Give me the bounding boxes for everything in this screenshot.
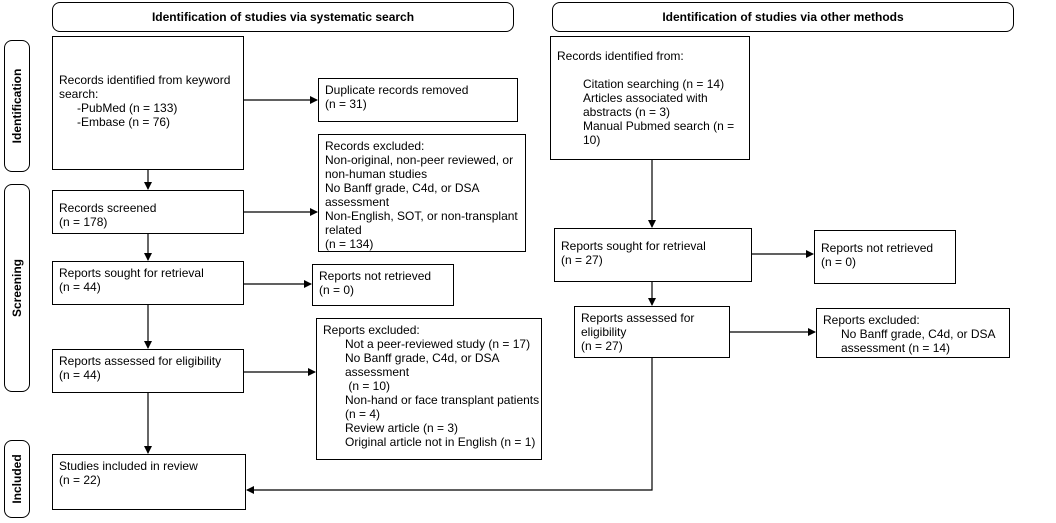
text-line: Review article (n = 3) (345, 421, 459, 435)
text-line: Reports not retrieved (319, 269, 432, 283)
studies-included-box: Studies included in review (n = 22) (52, 454, 246, 510)
records-screened-box: Records screened (n = 178) (52, 190, 244, 234)
other-reports-not-retrieved-box: Reports not retrieved (n = 0) (814, 230, 956, 284)
other-records-identified-box: Records identified from: Citation search… (550, 36, 750, 160)
duplicate-records-box: Duplicate records removed (n = 31) (318, 78, 518, 122)
text-line: (n = 44) (59, 368, 101, 382)
reports-sought-box: Reports sought for retrieval (n = 44) (52, 261, 244, 305)
other-reports-sought-box: Reports sought for retrieval (n = 27) (554, 228, 752, 282)
text-line: No Banff grade, C4d, or DSA (841, 327, 996, 341)
text-line: (n = 44) (59, 280, 101, 294)
text-line: Duplicate records removed (325, 83, 469, 97)
header-systematic-search-text: Identification of studies via systematic… (151, 10, 415, 24)
reports-excluded-box: Reports excluded: Not a peer-reviewed st… (316, 318, 542, 460)
text-line: 10) (583, 133, 601, 147)
text-line: -Embase (n = 76) (77, 115, 171, 129)
text-line: Reports not retrieved (821, 241, 934, 255)
text-line: eligibility (581, 325, 627, 339)
text-line: Non-English, SOT, or non-transplant (325, 209, 518, 223)
text-line: Not a peer-reviewed study (n = 17) (345, 337, 531, 351)
text-line: Non-hand or face transplant patients (345, 393, 540, 407)
text-line: (n = 178) (59, 215, 108, 229)
text-line: Studies included in review (59, 459, 198, 473)
text-line: Reports sought for retrieval (561, 239, 706, 253)
header-other-methods: Identification of studies via other meth… (552, 2, 1014, 32)
text-line: (n = 0) (821, 255, 857, 269)
text-line: Records identified from keyword (59, 73, 231, 87)
text-line: Records identified from: (557, 49, 684, 63)
text-line: abstracts (n = 3) (583, 105, 671, 119)
stage-identification: Identification (4, 40, 30, 172)
text-line: No Banff grade, C4d, or DSA (345, 351, 500, 365)
reports-not-retrieved-box: Reports not retrieved (n = 0) (312, 264, 454, 306)
text-line: (n = 31) (325, 97, 367, 111)
text-line: Citation searching (n = 14) (583, 77, 725, 91)
header-systematic-search: Identification of studies via systematic… (52, 2, 514, 32)
text-line: assessment (325, 195, 390, 209)
stage-included: Included (4, 440, 30, 518)
text-line: Reports sought for retrieval (59, 266, 204, 280)
text-line: Reports excluded: (823, 313, 920, 327)
text-line: -PubMed (n = 133) (77, 101, 178, 115)
text-line: (n = 27) (561, 253, 603, 267)
text-line: Original article not in English (n = 1) (345, 435, 536, 449)
text-line: Reports assessed for (581, 311, 695, 325)
text-line: (n = 27) (581, 339, 623, 353)
text-line: Records screened (59, 201, 157, 215)
other-reports-assessed-box: Reports assessed for eligibility (n = 27… (574, 306, 730, 358)
text-line: search: (59, 87, 99, 101)
text-line: related (325, 223, 362, 237)
text-line: (n = 10) (345, 379, 391, 393)
other-reports-excluded-box: Reports excluded: No Banff grade, C4d, o… (816, 308, 1010, 358)
text-line: assessment (345, 365, 410, 379)
text-line: (n = 4) (345, 407, 381, 421)
text-line: Records excluded: (325, 139, 425, 153)
stage-screening: Screening (4, 184, 30, 392)
text-line: No Banff grade, C4d, or DSA (325, 181, 480, 195)
records-excluded-box: Records excluded: Non-original, non-peer… (318, 134, 526, 252)
header-other-methods-text: Identification of studies via other meth… (662, 10, 904, 24)
reports-assessed-box: Reports assessed for eligibility (n = 44… (52, 349, 244, 393)
text-line: non-human studies (325, 167, 428, 181)
text-line: Manual Pubmed search (n = (583, 119, 735, 133)
text-line: assessment (n = 14) (841, 341, 951, 355)
arrow-other-assessed-to-included (246, 358, 653, 494)
text-line: Articles associated with (583, 91, 708, 105)
text-line: (n = 22) (59, 473, 101, 487)
text-line: Reports assessed for eligibility (59, 354, 222, 368)
text-line: Reports excluded: (323, 323, 420, 337)
text-line: (n = 134) (325, 237, 374, 251)
text-line: (n = 0) (319, 283, 355, 297)
records-identified-box: Records identified from keyword search: … (52, 36, 244, 170)
text-line: Non-original, non-peer reviewed, or (325, 153, 514, 167)
